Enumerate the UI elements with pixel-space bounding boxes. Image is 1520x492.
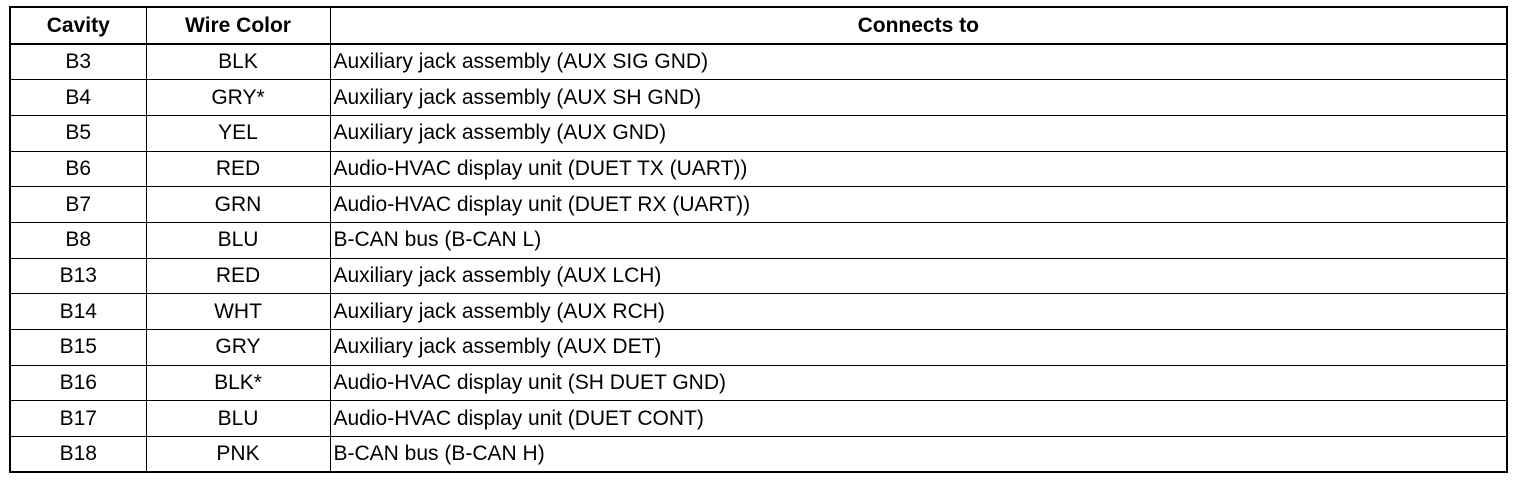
connects-to-cell: Audio-HVAC display unit (DUET TX (UART)) <box>329 150 1508 188</box>
cavity-cell: B8 <box>9 221 147 259</box>
wiring-table: Cavity Wire Color Connects to B3 BLK Aux… <box>9 6 1508 474</box>
table-row: B18 PNK B-CAN bus (B-CAN H) <box>9 436 1508 473</box>
connects-to-cell: B-CAN bus (B-CAN H) <box>329 436 1508 473</box>
wire-color-cell: GRY <box>145 329 331 366</box>
wire-color-cell: GRY* <box>145 79 331 116</box>
cavity-cell: B16 <box>9 364 147 402</box>
cavity-cell: B6 <box>9 150 147 188</box>
cavity-cell: B18 <box>9 436 147 473</box>
header-connects-to: Connects to <box>329 6 1508 45</box>
table-row: B4 GRY* Auxiliary jack assembly (AUX SH … <box>9 79 1508 116</box>
cavity-cell: B15 <box>9 329 147 366</box>
connects-to-cell: Auxiliary jack assembly (AUX SH GND) <box>329 79 1508 116</box>
table-body: B3 BLK Auxiliary jack assembly (AUX SIG … <box>9 43 1508 473</box>
wire-color-cell: BLK* <box>145 364 331 402</box>
wire-color-cell: RED <box>145 257 331 295</box>
table-row: B16 BLK* Audio-HVAC display unit (SH DUE… <box>9 364 1508 402</box>
table-header: Cavity Wire Color Connects to <box>9 6 1508 45</box>
header-wire-color: Wire Color <box>145 6 331 45</box>
wire-color-cell: RED <box>145 150 331 188</box>
table-row: B3 BLK Auxiliary jack assembly (AUX SIG … <box>9 43 1508 81</box>
connects-to-cell: Auxiliary jack assembly (AUX GND) <box>329 114 1508 152</box>
table-row: B13 RED Auxiliary jack assembly (AUX LCH… <box>9 257 1508 295</box>
table-row: B5 YEL Auxiliary jack assembly (AUX GND) <box>9 114 1508 152</box>
wire-color-cell: GRN <box>145 186 331 223</box>
table-row: B7 GRN Audio-HVAC display unit (DUET RX … <box>9 186 1508 223</box>
wire-color-cell: BLU <box>145 400 331 438</box>
cavity-cell: B17 <box>9 400 147 438</box>
connects-to-cell: Auxiliary jack assembly (AUX SIG GND) <box>329 43 1508 81</box>
cavity-cell: B14 <box>9 293 147 330</box>
connects-to-cell: Auxiliary jack assembly (AUX DET) <box>329 329 1508 366</box>
table-row: B15 GRY Auxiliary jack assembly (AUX DET… <box>9 329 1508 366</box>
header-row: Cavity Wire Color Connects to <box>9 6 1508 45</box>
table-row: B14 WHT Auxiliary jack assembly (AUX RCH… <box>9 293 1508 330</box>
connects-to-cell: Audio-HVAC display unit (SH DUET GND) <box>329 364 1508 402</box>
cavity-cell: B13 <box>9 257 147 295</box>
cavity-cell: B7 <box>9 186 147 223</box>
cavity-cell: B3 <box>9 43 147 81</box>
wire-color-cell: YEL <box>145 114 331 152</box>
table-row: B6 RED Audio-HVAC display unit (DUET TX … <box>9 150 1508 188</box>
wire-color-cell: PNK <box>145 436 331 473</box>
connects-to-cell: Audio-HVAC display unit (DUET RX (UART)) <box>329 186 1508 223</box>
cavity-cell: B4 <box>9 79 147 116</box>
header-cavity: Cavity <box>9 6 147 45</box>
wiring-table-container: Cavity Wire Color Connects to B3 BLK Aux… <box>9 6 1508 474</box>
connects-to-cell: B-CAN bus (B-CAN L) <box>329 221 1508 259</box>
connects-to-cell: Auxiliary jack assembly (AUX RCH) <box>329 293 1508 330</box>
wire-color-cell: BLU <box>145 221 331 259</box>
table-row: B17 BLU Audio-HVAC display unit (DUET CO… <box>9 400 1508 438</box>
wire-color-cell: BLK <box>145 43 331 81</box>
cavity-cell: B5 <box>9 114 147 152</box>
connects-to-cell: Auxiliary jack assembly (AUX LCH) <box>329 257 1508 295</box>
table-row: B8 BLU B-CAN bus (B-CAN L) <box>9 221 1508 259</box>
connects-to-cell: Audio-HVAC display unit (DUET CONT) <box>329 400 1508 438</box>
wire-color-cell: WHT <box>145 293 331 330</box>
